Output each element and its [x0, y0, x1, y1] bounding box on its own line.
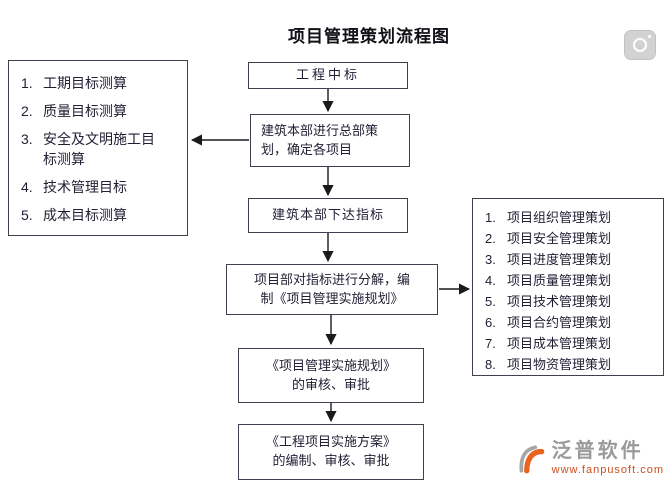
- item-text: 技术管理目标: [43, 179, 127, 195]
- item-text: 质量目标测算: [43, 103, 127, 119]
- page-title: 项目管理策划流程图: [288, 27, 450, 46]
- flow-step-plan-review: 《项目管理实施规划》 的审核、审批: [238, 348, 424, 403]
- item-text: 项目合约管理策划: [507, 315, 612, 330]
- item-text: 项目安全管理策划: [507, 231, 612, 246]
- item-text: 项目技术管理策划: [507, 294, 612, 309]
- list-item: 4. 项目质量管理策划: [485, 270, 659, 291]
- list-item: 3. 项目进度管理策划: [485, 249, 659, 270]
- item-text: 项目组织管理策划: [507, 210, 612, 225]
- item-text: 安全及文明施工目 标测算: [43, 131, 155, 167]
- item-number: 2.: [21, 103, 33, 119]
- flow-step-decompose-indicators: 项目部对指标进行分解，编 制《项目管理实施规划》: [226, 264, 438, 315]
- watermark-text: 泛普软件 www.fanpusoft.com: [552, 440, 664, 477]
- list-item-clipped: 6. 项目管理目标测算: [21, 233, 183, 235]
- targets-list: 1. 工期目标测算 2. 质量目标测算 3. 安全及文明施工目 标测算 4. 技…: [21, 73, 183, 235]
- list-item: 6. 项目合约管理策划: [485, 312, 659, 333]
- watermark-logo: 泛普软件 www.fanpusoft.com: [514, 440, 664, 477]
- item-number: 3.: [485, 252, 496, 267]
- flow-step-issue-indicators: 建筑本部下达指标: [248, 198, 408, 233]
- planning-items-panel: 1. 项目组织管理策划 2. 项目安全管理策划 3. 项目进度管理策划 4. 项…: [472, 198, 664, 376]
- item-number: 3.: [21, 131, 33, 147]
- flow-step-bid-won: 工程中标: [248, 62, 408, 89]
- list-item: 3. 安全及文明施工目 标测算: [21, 129, 183, 169]
- item-number: 5.: [21, 207, 33, 223]
- flow-step-hq-planning: 建筑本部进行总部策 划，确定各项目: [250, 114, 410, 167]
- brand-name: 泛普软件: [551, 440, 644, 462]
- list-item: 5. 成本目标测算: [21, 205, 183, 225]
- item-number: 5.: [485, 294, 496, 309]
- list-item: 4. 技术管理目标: [21, 177, 183, 197]
- item-number: 1.: [21, 75, 33, 91]
- item-text: 工期目标测算: [43, 75, 127, 91]
- camera-icon[interactable]: [624, 30, 656, 60]
- camera-dot-icon: [648, 35, 651, 38]
- list-item: 5. 项目技术管理策划: [485, 291, 659, 312]
- targets-panel: 1. 工期目标测算 2. 质量目标测算 3. 安全及文明施工目 标测算 4. 技…: [8, 60, 188, 236]
- item-text: 项目进度管理策划: [507, 252, 612, 267]
- item-number: 2.: [485, 231, 496, 246]
- item-text: 项目质量管理策划: [507, 273, 612, 288]
- item-text: 项目管理目标测算: [43, 233, 155, 235]
- item-text: 项目成本管理策划: [507, 336, 612, 351]
- item-number: 8.: [485, 357, 496, 372]
- item-number: 7.: [485, 336, 496, 351]
- brand-url-link[interactable]: www.fanpusoft.com: [551, 464, 664, 476]
- camera-lens-icon: [633, 38, 647, 52]
- flow-step-scheme-compilation: 《工程项目实施方案》 的编制、审核、审批: [238, 424, 424, 480]
- item-number: 6.: [485, 315, 496, 330]
- planning-list: 1. 项目组织管理策划 2. 项目安全管理策划 3. 项目进度管理策划 4. 项…: [485, 207, 659, 375]
- item-number: 4.: [485, 273, 496, 288]
- list-item: 2. 质量目标测算: [21, 101, 183, 121]
- list-item: 1. 工期目标测算: [21, 73, 183, 93]
- list-item: 1. 项目组织管理策划: [485, 207, 659, 228]
- item-text: 成本目标测算: [43, 207, 127, 223]
- item-text: 项目物资管理策划: [507, 357, 612, 372]
- list-item: 8. 项目物资管理策划: [485, 354, 659, 375]
- item-number: 6.: [21, 233, 43, 235]
- item-number: 4.: [21, 179, 33, 195]
- fanpu-phone-icon: [519, 444, 544, 473]
- item-number: 1.: [485, 210, 496, 225]
- list-item: 7. 项目成本管理策划: [485, 333, 659, 354]
- list-item: 2. 项目安全管理策划: [485, 228, 659, 249]
